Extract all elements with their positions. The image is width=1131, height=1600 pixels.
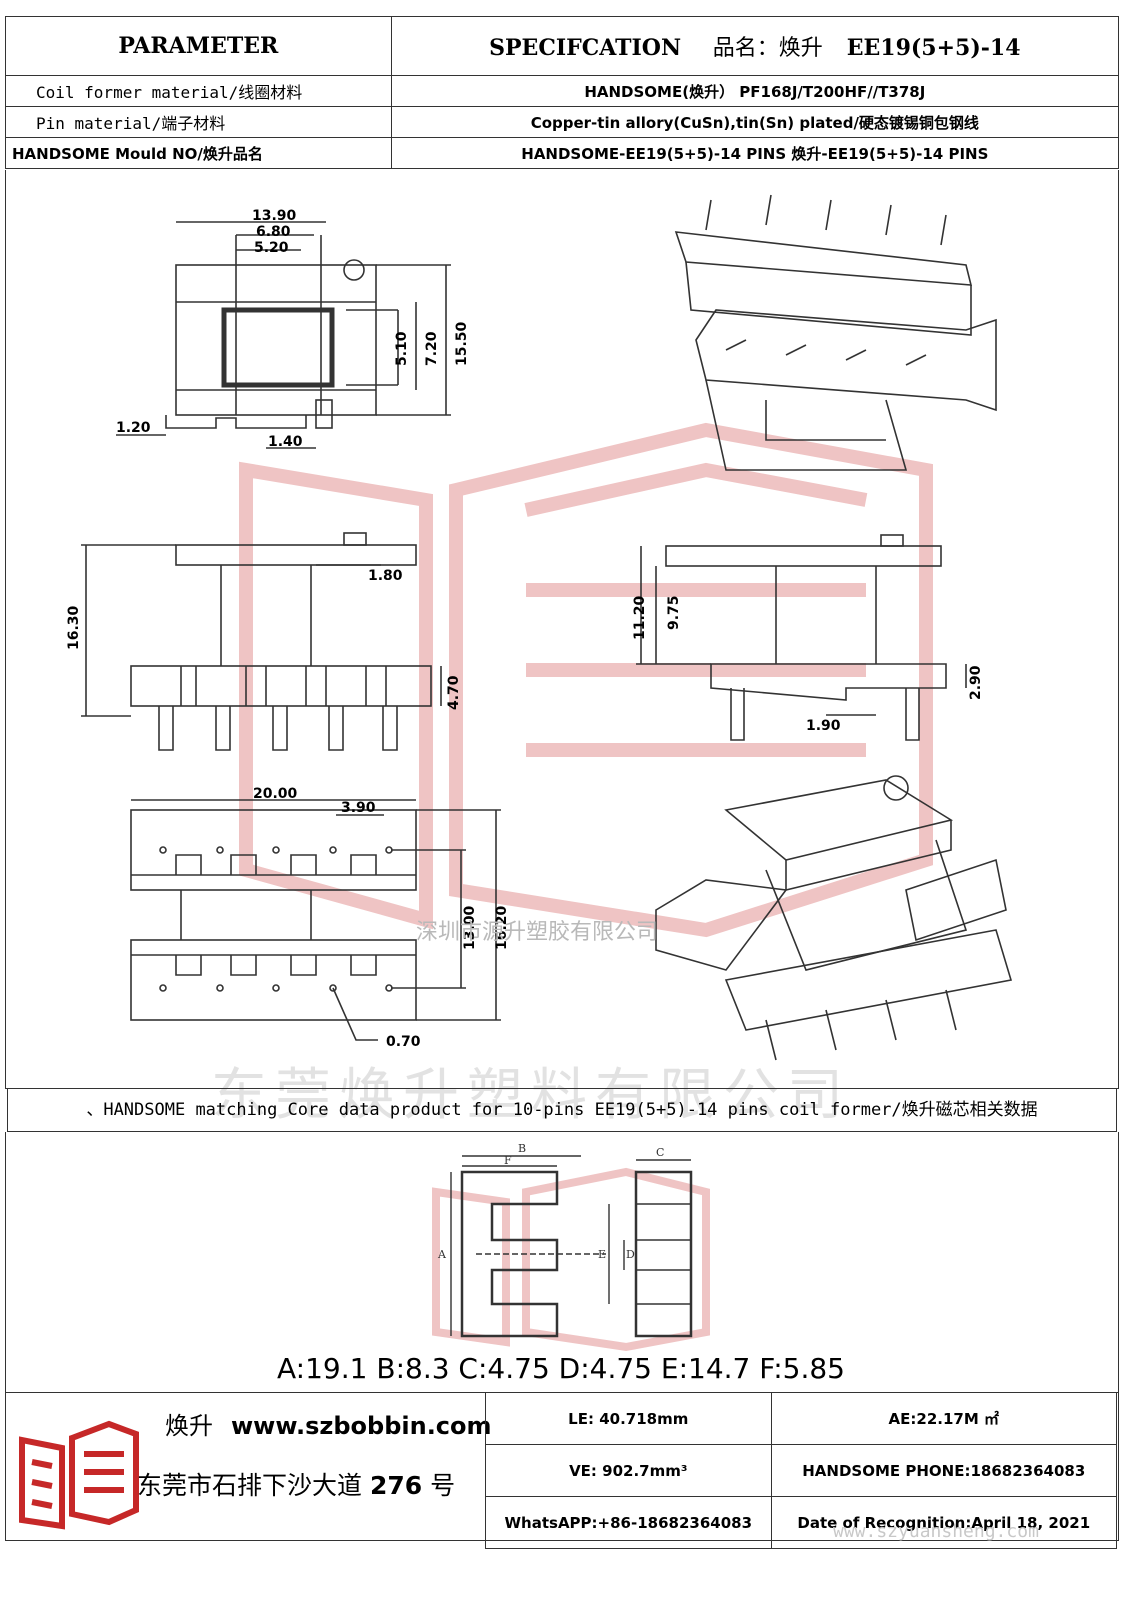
dim-q: 3.90	[341, 800, 376, 816]
core-label-c: C	[656, 1146, 664, 1159]
core-data-title: 、HANDSOME matching Core data product for…	[7, 1088, 1117, 1132]
dim-s: 16.20	[494, 905, 510, 950]
dim-d: 5.10	[394, 331, 410, 366]
product-name: EE19(5+5)-14	[846, 35, 1021, 61]
dim-n: 2.90	[968, 665, 984, 700]
core-label-f: F	[504, 1154, 512, 1167]
address-suffix: 号	[430, 1471, 456, 1500]
whatsapp-value: WhatsAPP:+86-18682364083	[485, 1496, 772, 1549]
coil-material-key: Coil former material/线圈材料	[5, 75, 392, 107]
front-view-dims: 1.80 16.30 4.70	[66, 568, 462, 710]
iso-view-bottom	[655, 775, 1013, 1061]
brand-name: 焕升	[165, 1412, 213, 1440]
dim-o: 1.90	[806, 718, 841, 734]
dim-b: 6.80	[256, 224, 291, 240]
dim-r: 13.00	[462, 905, 478, 950]
address-line: 东莞市石排下沙大道 276 号	[137, 1466, 455, 1502]
address-prefix: 东莞市石排下沙大道	[137, 1471, 363, 1500]
date-value: Date of Recognition:April 18, 2021	[770, 1496, 1118, 1549]
bottom-view	[130, 799, 501, 1041]
coil-material-value: HANDSOME(焕升） PF168J/T200HF//T378J	[390, 75, 1120, 107]
mould-no-key: HANDSOME Mould NO/焕升品名	[5, 137, 392, 169]
top-view	[116, 221, 451, 449]
bottom-view-dims: 20.00 3.90 13.00 16.20 0.70	[253, 786, 510, 1050]
pin-material-key: Pin material/端子材料	[5, 106, 392, 138]
dim-a: 13.90	[252, 208, 297, 224]
front-view	[81, 532, 442, 751]
parameter-header: PARAMETER	[5, 16, 392, 76]
le-value: LE: 40.718mm	[485, 1392, 772, 1445]
specification-header: SPECIFCATION 品名：焕升 EE19(5+5)-14	[390, 16, 1120, 76]
brand-line: 焕升 www.szbobbin.com	[165, 1406, 492, 1441]
logo-watermark	[239, 422, 933, 938]
dim-e: 7.20	[424, 331, 440, 366]
phone-value: HANDSOME PHONE:18682364083	[770, 1444, 1118, 1497]
dim-j: 1.80	[368, 568, 403, 584]
dim-l: 11.20	[632, 595, 648, 640]
side-view-dims: 11.20 9.75 2.90 1.90	[632, 595, 984, 734]
magnetic-info-table: LE: 40.718mm AE:22.17M ㎡ VE: 902.7mm³ HA…	[485, 1392, 1118, 1549]
dim-k: 4.70	[446, 675, 462, 710]
dim-i: 16.30	[66, 605, 82, 650]
side-view	[636, 534, 967, 741]
specification-label: SPECIFCATION	[489, 35, 682, 61]
product-name-label: 品名：焕升	[712, 36, 823, 61]
pin-material-value: Copper-tin allory(CuSn),tin(Sn) plated/硬…	[390, 106, 1120, 138]
drawing-svg: 13.90 6.80 5.20 5.10 7.20 15.50 1.20 1.4…	[66, 194, 1013, 1061]
website-link[interactable]: www.szbobbin.com	[231, 1412, 492, 1440]
core-values: A:19.1 B:8.3 C:4.75 D:4.75 E:14.7 F:5.85	[277, 1352, 845, 1385]
dim-t: 0.70	[386, 1034, 421, 1050]
ve-value: VE: 902.7mm³	[485, 1444, 772, 1497]
dim-p: 20.00	[253, 786, 298, 802]
mould-no-value: HANDSOME-EE19(5+5)-14 PINS 焕升-EE19(5+5)-…	[390, 137, 1120, 169]
dim-g: 1.40	[268, 434, 303, 450]
company-watermark-small: 深圳市源升塑胶有限公司	[416, 920, 659, 945]
url-watermark: www.szyuansheng.com	[833, 1521, 1039, 1542]
dim-m: 9.75	[666, 595, 682, 630]
ae-value: AE:22.17M ㎡	[770, 1392, 1118, 1445]
dim-h: 1.20	[116, 420, 151, 436]
core-label-e: E	[598, 1248, 606, 1261]
core-label-a: A	[437, 1248, 447, 1261]
technical-drawing: 13.90 6.80 5.20 5.10 7.20 15.50 1.20 1.4…	[5, 170, 1119, 1128]
address-number: 276	[369, 1471, 423, 1500]
top-view-dims: 13.90 6.80 5.20 5.10 7.20 15.50 1.20 1.4…	[116, 208, 470, 450]
spec-table: PARAMETER SPECIFCATION 品名：焕升 EE19(5+5)-14…	[5, 16, 1120, 169]
dim-c: 5.20	[254, 240, 289, 256]
iso-view-top	[674, 194, 997, 471]
core-label-d: D	[626, 1248, 635, 1261]
spec-sheet: PARAMETER SPECIFCATION 品名：焕升 EE19(5+5)-14…	[5, 16, 1120, 1566]
company-logo-icon	[19, 1420, 139, 1530]
core-label-b: B	[518, 1142, 526, 1155]
core-drawing: B F C A E D	[432, 1142, 710, 1352]
dim-f: 15.50	[454, 321, 470, 366]
core-logo-watermark	[432, 1167, 710, 1352]
company-watermark-large: 东莞焕升塑料有限公司	[211, 1063, 851, 1128]
